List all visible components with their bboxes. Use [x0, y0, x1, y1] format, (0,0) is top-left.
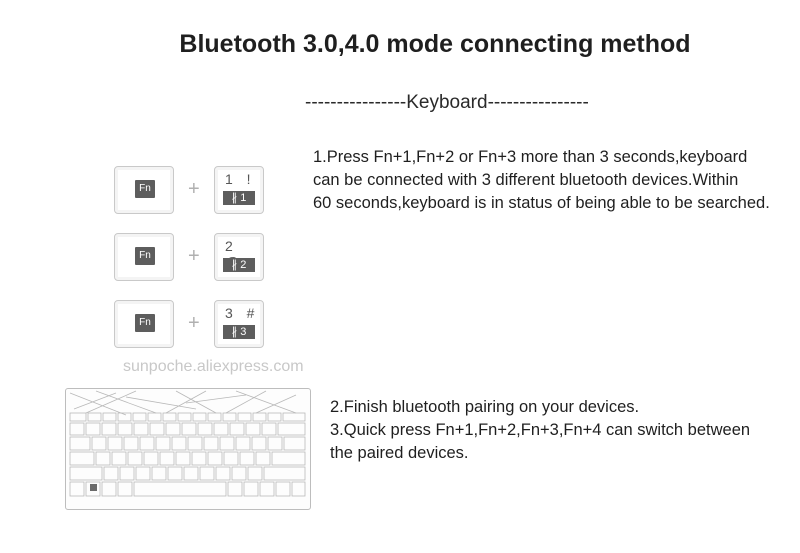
number-key-3: 3 # ∦ 3 [214, 300, 264, 348]
number-key-2: 2 @ ∦ 2 [214, 233, 264, 281]
combo-fn-2: Fn + 2 @ ∦ 2 [112, 233, 272, 289]
keyboard-illustration-icon [65, 388, 311, 510]
combo-fn-3: Fn + 3 # ∦ 3 [112, 300, 272, 356]
plus-sign: + [188, 178, 200, 200]
fn-key: Fn [114, 166, 174, 214]
number-key-top-label: 1 ! [225, 171, 256, 187]
steps-2-3-text: 2.Finish bluetooth pairing on your devic… [330, 396, 750, 465]
fn-key-label: Fn [135, 247, 155, 265]
number-key-top-label: 3 # [225, 305, 260, 321]
combo-fn-1: Fn + 1 ! ∦ 1 [112, 166, 272, 222]
bluetooth-channel-label: ∦ 2 [223, 258, 255, 272]
bluetooth-channel-label: ∦ 1 [223, 191, 255, 205]
fn-key-label: Fn [135, 180, 155, 198]
watermark: sunpoche.aliexpress.com [123, 358, 304, 375]
section-heading-keyboard: ----------------Keyboard---------------- [305, 92, 589, 113]
step-1-text: 1.Press Fn+1,Fn+2 or Fn+3 more than 3 se… [313, 146, 770, 215]
keyboard-illustration-icon [69, 390, 306, 497]
plus-sign: + [188, 312, 200, 334]
fn-key: Fn [114, 300, 174, 348]
step-3-line: the paired devices. [330, 444, 469, 462]
plus-sign: + [188, 245, 200, 267]
step-3-line: 3.Quick press Fn+1,Fn+2,Fn+3,Fn+4 can sw… [330, 421, 751, 439]
fn-key: Fn [114, 233, 174, 281]
page-title: Bluetooth 3.0,4.0 mode connecting method [179, 30, 691, 58]
step-2-line: 2.Finish bluetooth pairing on your devic… [330, 398, 640, 416]
step-1-line: 1.Press Fn+1,Fn+2 or Fn+3 more than 3 se… [313, 148, 748, 166]
fn-key-label: Fn [135, 314, 155, 332]
step-1-line: can be connected with 3 different blueto… [313, 171, 739, 189]
number-key-1: 1 ! ∦ 1 [214, 166, 264, 214]
step-1-line: 60 seconds,keyboard is in status of bein… [313, 194, 770, 212]
bluetooth-channel-label: ∦ 3 [223, 325, 255, 339]
